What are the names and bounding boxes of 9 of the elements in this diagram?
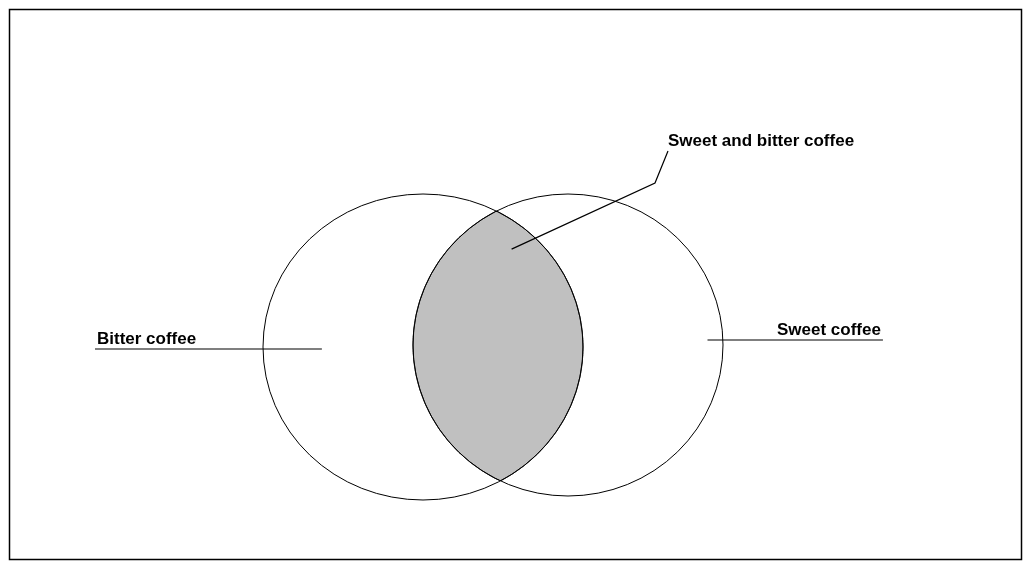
left-circle [262,193,584,501]
overlap-region [412,211,584,481]
region-label: Sweet and bitter coffee [668,131,855,151]
leader-line [94,348,323,350]
circle-label: Bitter coffee [97,329,197,349]
circle-label: Sweet coffee [777,320,881,340]
leader-line [706,339,884,341]
leader-line [511,150,669,250]
right-circle [412,193,724,497]
